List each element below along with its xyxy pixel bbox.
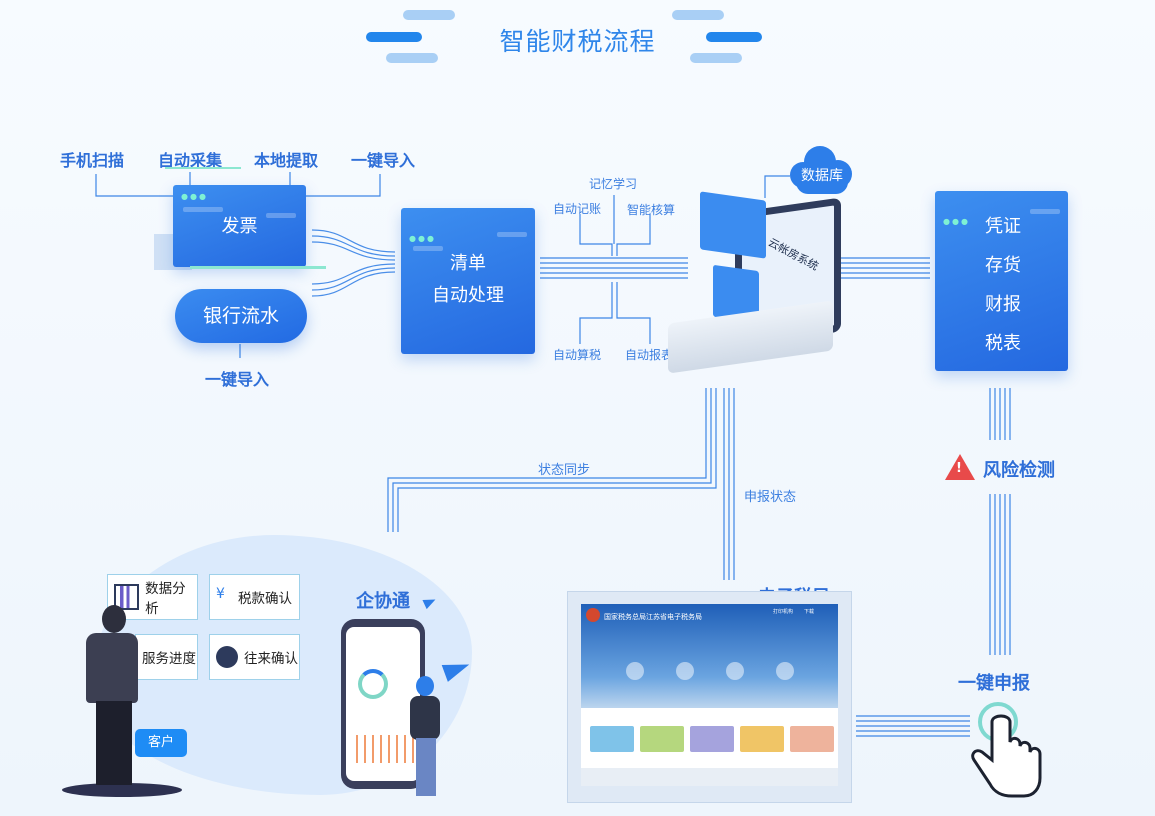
customer-badge[interactable]: 客户 [135, 729, 187, 757]
deco-stripe [183, 207, 223, 212]
dots-icon: ●●● [409, 234, 436, 243]
invoice-card: ●●● 发票 [173, 185, 306, 267]
person-legs [96, 701, 132, 785]
donut-chart [358, 669, 388, 699]
source-underline [165, 167, 241, 169]
phone-screen [346, 627, 420, 781]
etax-tile[interactable] [590, 726, 634, 752]
person-head [102, 605, 126, 633]
title-deco-pill [672, 10, 724, 20]
output-financial: 财报 [985, 294, 1021, 315]
declare-status-label: 申报状态 [744, 490, 797, 505]
risk-label: 风险检测 [983, 460, 1055, 481]
feature-smart-check: 智能核算 [627, 203, 676, 217]
process-card: ●●● 清单 自动处理 [401, 208, 535, 354]
etax-screenshot: 国家税务总局江苏省电子税务局 打印机构 下载 [567, 591, 852, 803]
title-deco-pill [690, 53, 742, 63]
source-collect: 自动采集 [158, 151, 223, 170]
etax-circle-icon [726, 662, 744, 680]
title-deco-pill [386, 53, 438, 63]
etax-tile[interactable] [640, 726, 684, 752]
feature-auto-account: 自动记账 [553, 202, 602, 216]
etax-circle-icon [676, 662, 694, 680]
dots-icon: ●●● [943, 217, 970, 226]
deco-stripe [413, 246, 443, 251]
title-deco-pill [403, 10, 455, 20]
bank-button[interactable]: 银行流水 [175, 289, 307, 343]
ar-confirm-card[interactable]: 往来确认 [209, 634, 300, 680]
etax-emblem-icon [586, 608, 600, 622]
etax-tile[interactable] [790, 726, 834, 752]
invoice-glow [190, 266, 326, 269]
output-taxtable: 税表 [985, 333, 1021, 354]
hand-pointer-icon[interactable] [968, 700, 1048, 800]
etax-banner [581, 604, 838, 708]
process-label-2: 自动处理 [432, 285, 504, 306]
transfer-icon [216, 646, 238, 668]
data-analysis-label: 数据分析 [145, 581, 186, 617]
person-body [86, 633, 138, 703]
phone-bar-chart [356, 735, 416, 763]
source-import: 一键导入 [351, 151, 416, 170]
warning-mark: ! [956, 461, 962, 476]
database-cloud: 数据库 [790, 146, 852, 198]
dots-icon: ●●● [181, 192, 208, 201]
etax-tile[interactable] [690, 726, 734, 752]
source-scan: 手机扫描 [60, 151, 125, 170]
etax-circle-icon [776, 662, 794, 680]
etax-link-download[interactable]: 下载 [804, 609, 815, 615]
person-2-illustration [398, 676, 448, 800]
process-label-1: 清单 [450, 253, 486, 274]
bank-import-label: 一键导入 [205, 370, 270, 389]
database-label: 数据库 [796, 166, 848, 194]
source-local: 本地提取 [254, 151, 319, 170]
title-deco-pill [706, 32, 762, 42]
etax-header: 国家税务总局江苏省电子税务局 [604, 613, 702, 621]
laptop-panel [700, 191, 766, 259]
bar-chart-icon [114, 584, 140, 610]
person-shadow [62, 783, 182, 797]
tax-confirm-card[interactable]: ¥ 税款确认 [209, 574, 300, 620]
invoice-label: 发票 [221, 216, 258, 237]
output-voucher: 凭证 [985, 216, 1021, 237]
title-deco-pill [366, 32, 422, 42]
output-inventory: 存货 [985, 255, 1021, 276]
tax-confirm-label: 税款确认 [238, 591, 292, 607]
service-progress-card[interactable]: 服务进度 [135, 634, 198, 680]
person-2-body [410, 696, 440, 740]
etax-tile[interactable] [740, 726, 784, 752]
yen-icon: ¥ [216, 586, 225, 602]
person-2-legs [416, 738, 436, 796]
qixietong-label: 企协通 [356, 591, 410, 612]
feature-memory: 记忆学习 [589, 177, 638, 191]
person-2-head [416, 676, 434, 696]
page-title: 智能财税流程 [499, 27, 656, 56]
laptop-base [668, 300, 833, 374]
etax-circle-icon [626, 662, 644, 680]
feature-auto-tax: 自动算税 [553, 348, 602, 362]
deco-stripe [497, 232, 527, 237]
deco-stripe [266, 213, 296, 218]
service-progress-label: 服务进度 [142, 651, 196, 667]
person-illustration [62, 605, 182, 800]
outputs-card: ●●● 凭证 存货 财报 税表 [935, 191, 1068, 371]
etax-link-print[interactable]: 打印机构 [773, 609, 794, 615]
deco-stripe [1030, 209, 1060, 214]
one-click-declare-label: 一键申报 [958, 673, 1030, 694]
etax-footer [581, 768, 838, 786]
phone [341, 619, 425, 789]
feature-auto-report: 自动报表 [625, 348, 674, 362]
warning-icon [945, 454, 975, 480]
hand-pointer-svg [971, 702, 1042, 798]
ar-confirm-label: 往来确认 [244, 651, 298, 667]
status-sync-label: 状态同步 [538, 463, 591, 478]
